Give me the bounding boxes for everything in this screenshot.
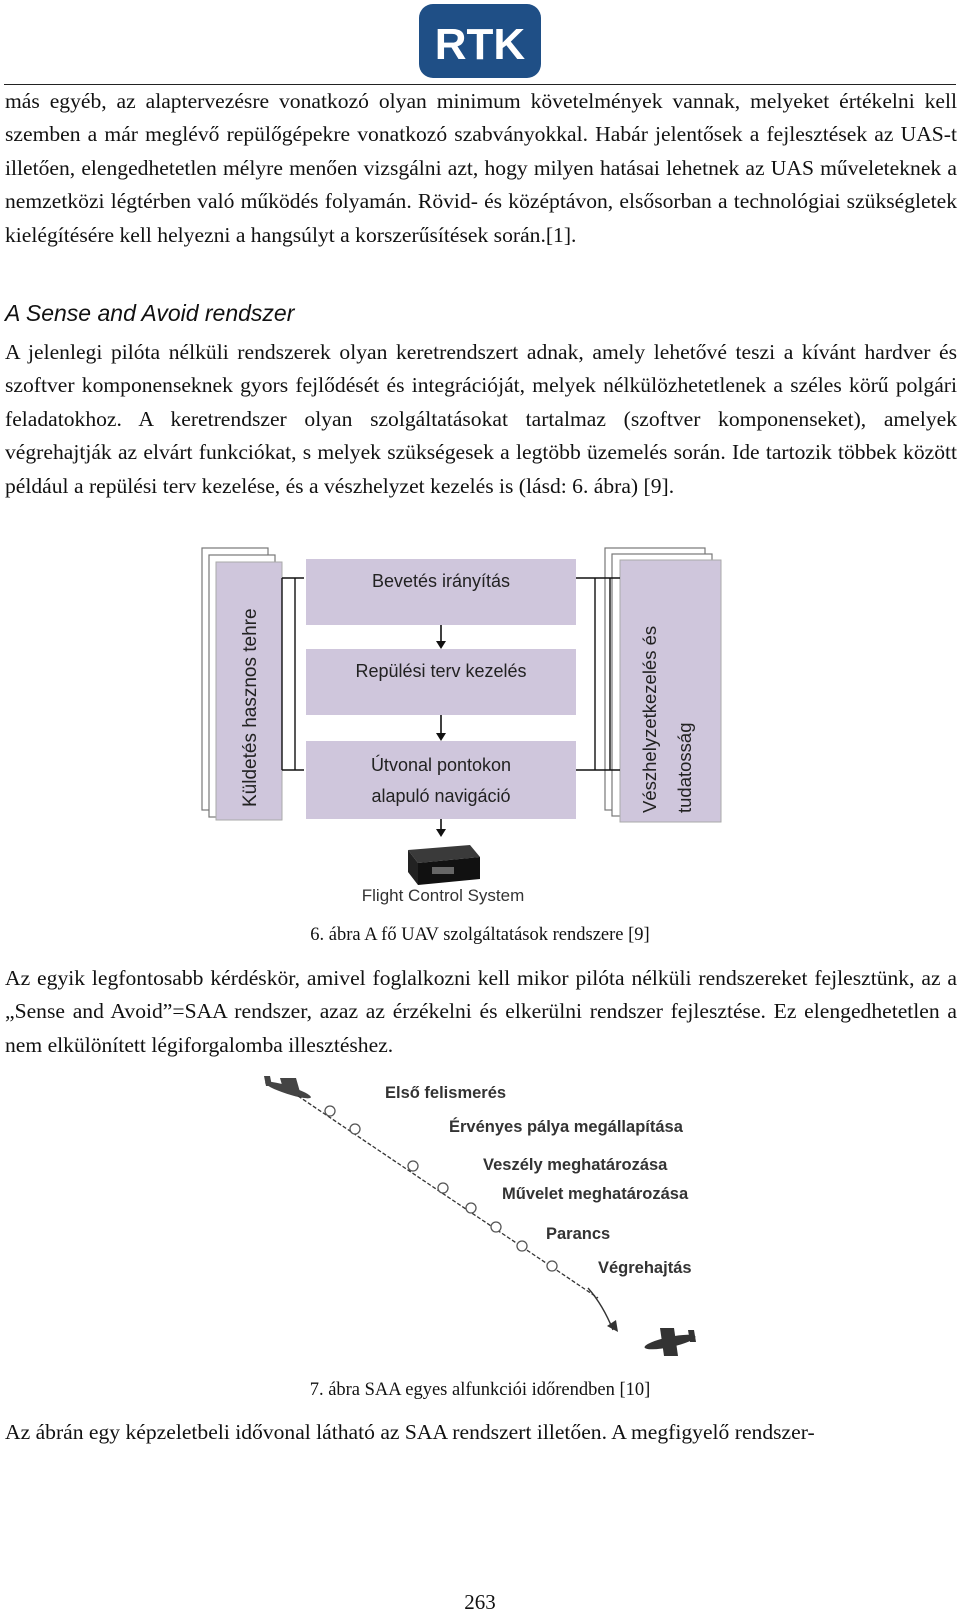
figure-6-diagram: Küldetés hasznos tehre Vészhelyzetkezelé… [201, 547, 722, 905]
connector-lines [281, 577, 620, 771]
figure-7-diagram: Első felismerés Érvényes pálya megállapí… [264, 1076, 696, 1356]
step-3-label: Veszély meghatározása [483, 1156, 668, 1174]
box-utvonal: Útvonal pontokon alapuló navigáció [306, 741, 576, 819]
logo-text: RTK [435, 20, 526, 69]
right-stacked-panel: Vészhelyzetkezelés és tudatosság [604, 547, 722, 823]
section-heading: A Sense and Avoid rendszer [5, 300, 295, 326]
figure-7-caption: 7. ábra SAA egyes alfunkciói időrendben … [309, 1380, 651, 1400]
flight-control-device-icon [408, 845, 480, 885]
figure-6-caption: 6. ábra A fő UAV szolgáltatások rendszer… [310, 925, 650, 945]
box3-label-line2: alapuló navigáció [371, 786, 510, 806]
paragraph-4: Az ábrán egy képzeletbeli idővonal látha… [5, 1420, 815, 1444]
header-rule [4, 84, 956, 85]
page-number: 263 [464, 1590, 496, 1614]
aircraft-left-icon [264, 1076, 311, 1099]
step-6-label: Végrehajtás [598, 1259, 692, 1277]
box2-label: Repülési terv kezelés [355, 661, 526, 681]
step-4-label: Művelet meghatározása [502, 1185, 689, 1203]
step-2-label: Érvényes pálya megállapítása [449, 1117, 684, 1136]
paragraph-2: A jelenlegi pilóta nélküli rendszerek ol… [5, 340, 957, 498]
box-bevetes-iranyitas: Bevetés irányítás [306, 559, 576, 625]
box-repulesi-terv: Repülési terv kezelés [306, 649, 576, 715]
avoidance-arrowhead [607, 1320, 618, 1332]
box1-label: Bevetés irányítás [372, 571, 510, 591]
timeline-points [324, 1105, 558, 1272]
right-panel-label-line2: tudatosság [674, 722, 695, 813]
aircraft-right-icon [644, 1328, 696, 1356]
step-5-label: Parancs [546, 1225, 610, 1243]
box3-label-line1: Útvonal pontokon [371, 754, 511, 775]
left-panel-label: Küldetés hasznos tehre [240, 608, 261, 807]
rtk-logo: RTK [419, 4, 541, 78]
vertical-arrows [436, 625, 446, 837]
device-label: Flight Control System [362, 886, 525, 905]
paragraph-1: más egyéb, az alaptervezésre vonatkozó o… [5, 89, 957, 247]
step-1-label: Első felismerés [385, 1084, 506, 1102]
paragraph-3: Az egyik legfontosabb kérdéskör, amivel … [5, 966, 957, 1057]
left-stacked-panel: Küldetés hasznos tehre [201, 547, 283, 821]
right-panel-label-line1: Vészhelyzetkezelés és [639, 626, 660, 813]
